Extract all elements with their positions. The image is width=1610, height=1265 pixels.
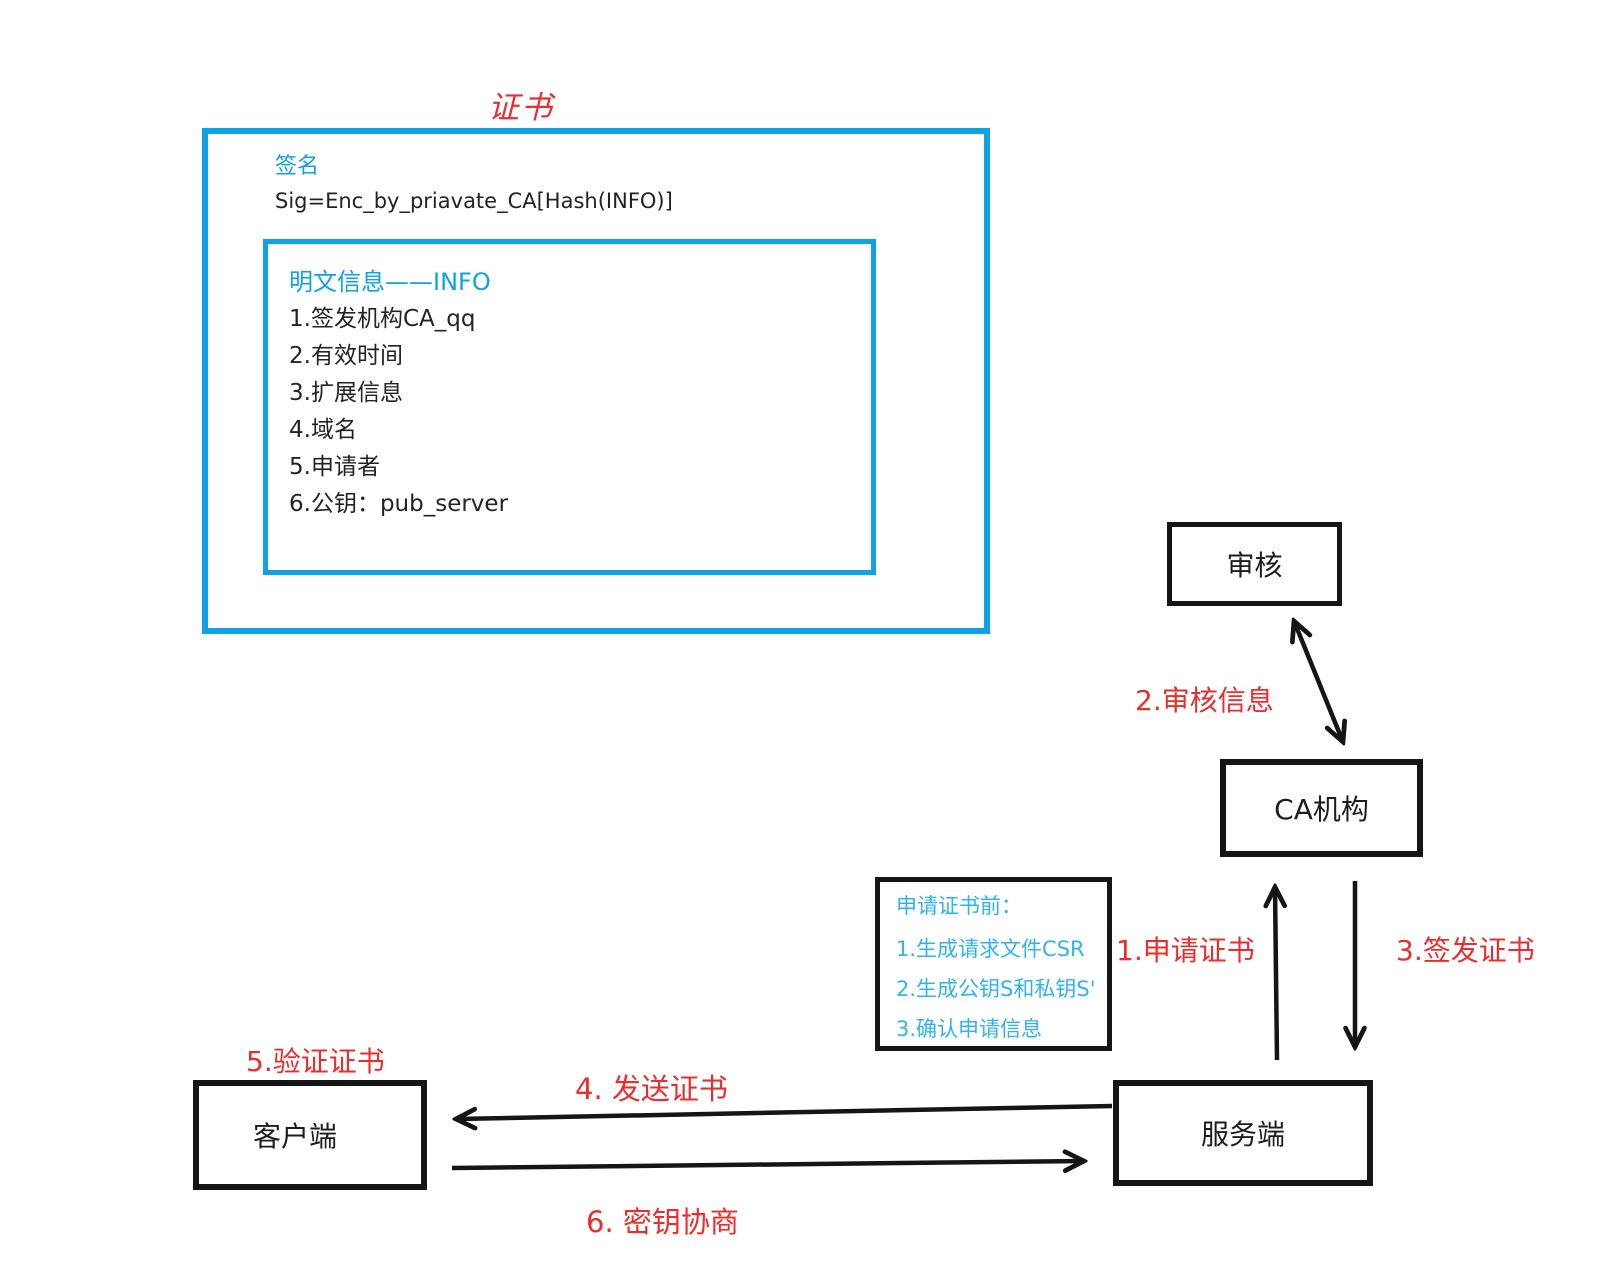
node-server-label: 服务端 [1200, 1118, 1285, 1151]
csr-note-item-confirm: 3.确认申请信息 [896, 1017, 1043, 1041]
node-ca: CA机构 [1220, 759, 1423, 857]
node-ca-label: CA机构 [1274, 793, 1369, 826]
plaintext-info-title: 明文信息——INFO [289, 268, 491, 296]
node-audit-label: 审核 [1226, 549, 1283, 582]
node-client-label: 客户端 [252, 1120, 337, 1153]
certificate-title: 证书 [488, 90, 554, 126]
step-label-verify: 5.验证证书 [246, 1045, 385, 1078]
node-server: 服务端 [1113, 1080, 1373, 1186]
info-item-validity: 2.有效时间 [289, 343, 403, 369]
certificate-info-list: 1.签发机构CA_qq 2.有效时间 3.扩展信息 4.域名 5.申请者 6.公… [289, 301, 508, 523]
info-item-pubkey: 6.公钥：pub_server [289, 491, 509, 517]
node-audit: 审核 [1167, 522, 1342, 606]
signature-value: Sig=Enc_by_priavate_CA[Hash(INFO)] [275, 189, 673, 213]
plaintext-info-box [263, 239, 876, 575]
csr-note-item-csr: 1.生成请求文件CSR [896, 937, 1085, 961]
signature-label: 签名 [275, 154, 320, 179]
step-label-send: 4. 发送证书 [575, 1072, 728, 1106]
info-item-applicant: 5.申请者 [289, 454, 380, 480]
arrow-send-certificate [456, 1103, 1113, 1119]
arrow-review-bidirectional [1294, 621, 1343, 742]
step-label-issue: 3.签发证书 [1396, 934, 1535, 967]
arrow-key-negotiation [451, 1161, 1084, 1168]
csr-note-title: 申请证书前： [896, 894, 1022, 918]
step-label-apply: 1.申请证书 [1116, 934, 1255, 967]
csr-note-box: 申请证书前： 1.生成请求文件CSR 2.生成公钥S和私钥S' 3.确认申请信息 [875, 877, 1112, 1051]
info-item-extension: 3.扩展信息 [289, 380, 403, 406]
step-label-key-negotiation: 6. 密钥协商 [586, 1205, 739, 1239]
csr-note-item-keys: 2.生成公钥S和私钥S' [896, 977, 1096, 1001]
arrow-apply-up [1275, 887, 1277, 1061]
step-label-review: 2.审核信息 [1135, 684, 1274, 717]
node-client: 客户端 [193, 1080, 427, 1190]
info-item-issuer: 1.签发机构CA_qq [289, 306, 476, 332]
info-item-domain: 4.域名 [289, 417, 357, 443]
